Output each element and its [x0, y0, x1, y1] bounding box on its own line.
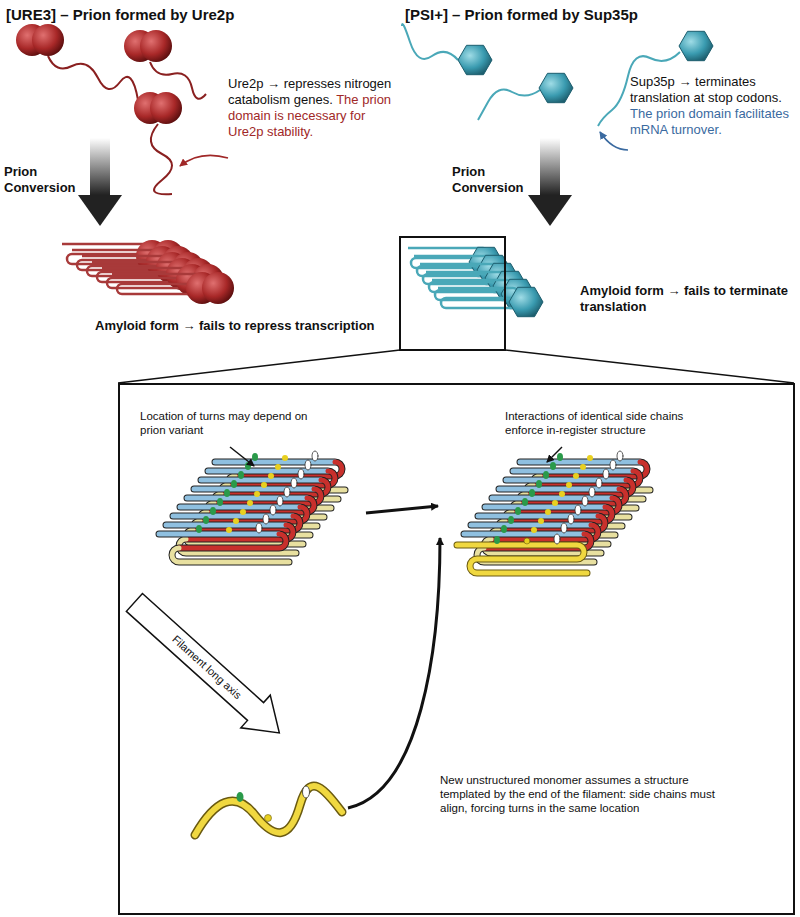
- axis-label: Filament long axis: [142, 608, 272, 727]
- result-label: Amyloid form → fails to terminate transl…: [580, 283, 792, 315]
- process-label: Prion Conversion: [452, 164, 532, 196]
- panel-title: [PSI+] – Prion formed by Sup35p: [405, 6, 795, 24]
- text-block: Sup35p → terminates translation at stop …: [630, 74, 796, 138]
- annotation-text: New unstructured monomer assumes a struc…: [440, 773, 740, 815]
- panel-title: [URE3] – Prion formed by Ure2p: [6, 6, 396, 24]
- inset-box: Location of turns may depend on prion va…: [118, 383, 795, 915]
- text-block: Ure2p → represses nitrogen catabolism ge…: [228, 76, 396, 140]
- annotation-text: Interactions of identical side chains en…: [505, 409, 710, 437]
- result-label: Amyloid form → fails to repress transcri…: [95, 318, 385, 334]
- process-label: Prion Conversion: [4, 164, 84, 196]
- highlight-text: The prion domain facilitates mRNA turnov…: [630, 106, 789, 137]
- description-text: Sup35p → terminates translation at stop …: [630, 74, 782, 105]
- annotation-text: Location of turns may depend on prion va…: [140, 409, 315, 437]
